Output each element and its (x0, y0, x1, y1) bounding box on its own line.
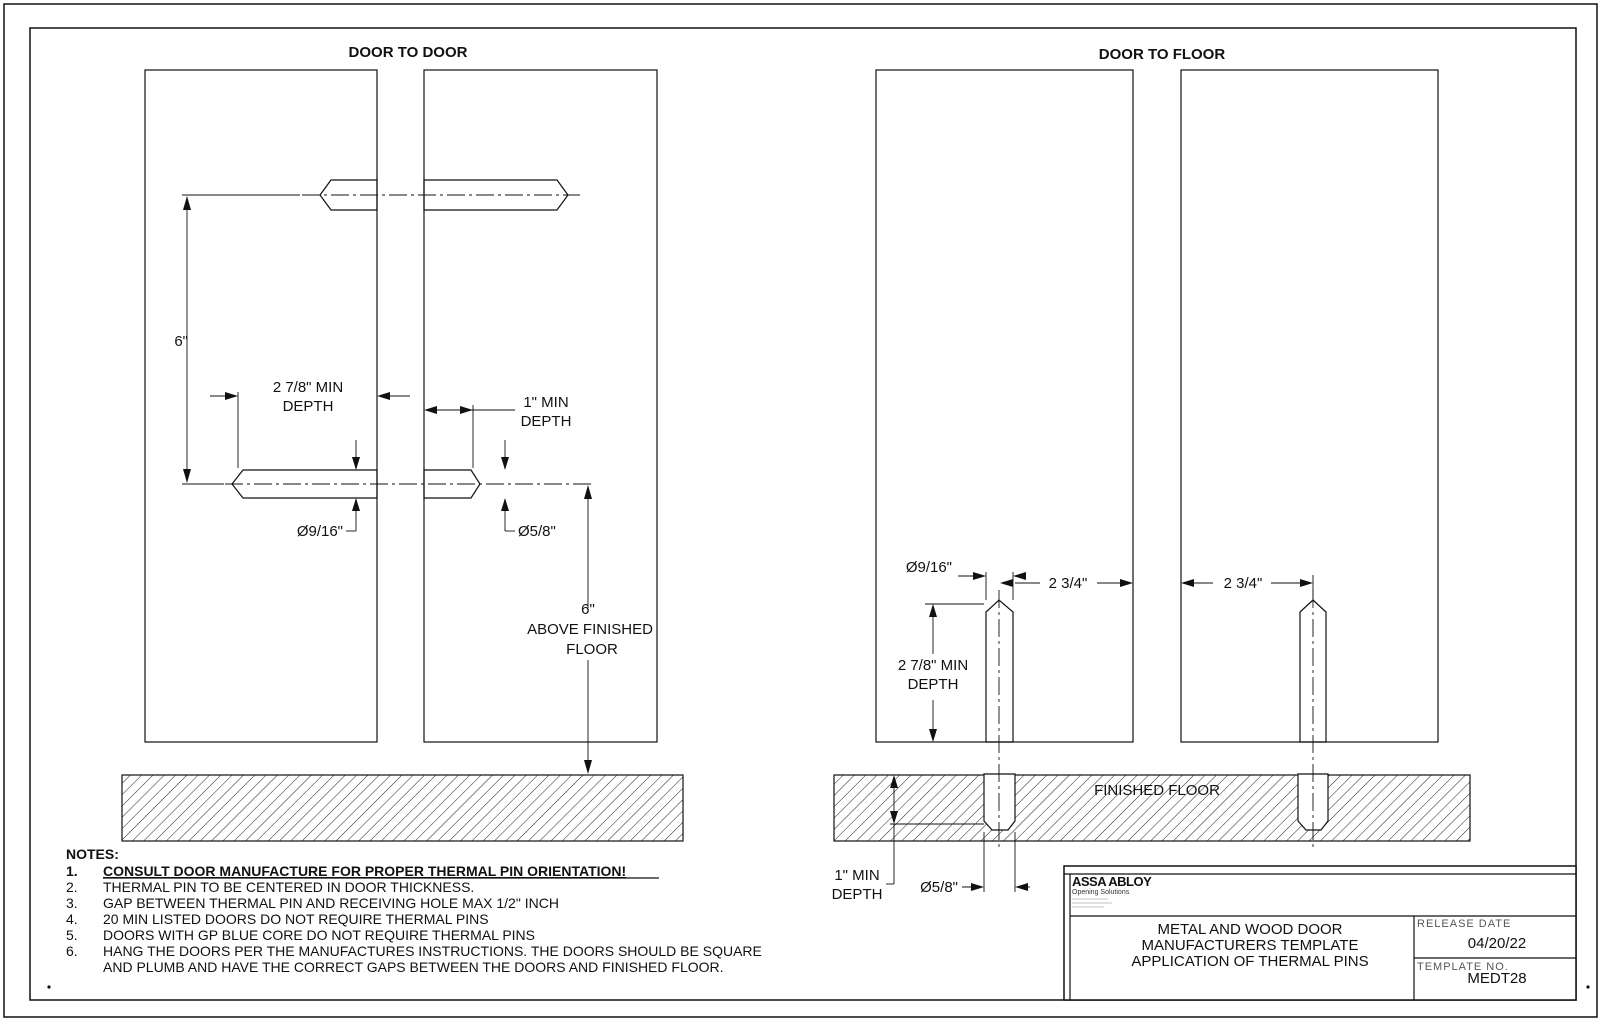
arrow (971, 883, 984, 891)
note-num: 6. (66, 943, 78, 959)
note-text: AND PLUMB AND HAVE THE CORRECT GAPS BETW… (103, 959, 724, 975)
door-to-floor-title: DOOR TO FLOOR (1099, 46, 1226, 63)
note-num: 5. (66, 927, 78, 943)
drawing-title-2: MANUFACTURERS TEMPLATE (1142, 937, 1359, 954)
hole-depth-label-1: 1" MIN (523, 394, 568, 411)
note-text: THERMAL PIN TO BE CENTERED IN DOOR THICK… (103, 879, 474, 895)
floor-pin-depth-label-1: 2 7/8" MIN (898, 657, 968, 674)
registration-dot (47, 985, 51, 989)
arrow (1120, 579, 1133, 587)
pin-depth-label-2: DEPTH (283, 398, 334, 415)
lower-thermal-pin (231, 469, 378, 499)
template-no-value: MEDT28 (1467, 970, 1526, 987)
door-a (875, 69, 1134, 743)
floor-hole-depth-label-1: 1" MIN (834, 867, 879, 884)
arrow (890, 811, 898, 824)
floor-pin-depth-label-2: DEPTH (908, 676, 959, 693)
arrow (973, 572, 986, 580)
finished-floor-right (833, 774, 1471, 842)
template-no-caption: TEMPLATE NO. (1417, 961, 1509, 973)
edge-distance-left-label: 2 3/4" (1049, 575, 1088, 592)
company-logo-subtitle: Opening Solutions (1072, 889, 1130, 896)
release-date-caption: RELEASE DATE (1417, 918, 1511, 930)
arrow (1000, 579, 1013, 587)
registration-dot (1586, 985, 1590, 989)
lower-receiving-hole (423, 469, 481, 499)
floor-dim-label-2: ABOVE FINISHED (527, 621, 653, 638)
floor-dim-label-1: 6" (581, 601, 595, 618)
upper-receiving-hole (423, 179, 569, 211)
title-block-frame (1063, 865, 1577, 1001)
finished-floor-label: FINISHED FLOOR (1094, 782, 1220, 799)
hole-depth-label-2: DEPTH (521, 413, 572, 430)
note-text: GAP BETWEEN THERMAL PIN AND RECEIVING HO… (103, 895, 559, 911)
drawing-title-1: METAL AND WOOD DOOR (1157, 921, 1342, 938)
arrow (929, 729, 937, 742)
arrow (1015, 883, 1028, 891)
title-block: ASSA ABLOY Opening Solutions METAL AND W… (1063, 865, 1577, 1001)
door-to-door-title: DOOR TO DOOR (349, 44, 468, 61)
release-date-value: 04/20/22 (1468, 935, 1526, 952)
floor-pin-diameter-label: Ø9/16" (906, 559, 952, 576)
arrow (225, 392, 238, 400)
floor-pin-b (1299, 599, 1327, 743)
floor-hole-diameter-label: Ø5/8" (920, 879, 958, 896)
receiving-hole-a (983, 773, 1016, 831)
arrow (501, 457, 509, 470)
pin-depth-label-1: 2 7/8" MIN (273, 379, 343, 396)
arrow (1300, 579, 1313, 587)
note-text: CONSULT DOOR MANUFACTURE FOR PROPER THER… (103, 863, 626, 879)
hole-diameter-label: Ø5/8" (518, 523, 556, 540)
note-num: 2. (66, 879, 78, 895)
arrow (1013, 572, 1026, 580)
note-text: HANG THE DOORS PER THE MANUFACTURES INST… (103, 943, 762, 959)
finished-floor-left (121, 774, 684, 842)
arrow (1181, 579, 1194, 587)
note-num: 4. (66, 911, 78, 927)
company-logo: ASSA ABLOY (1072, 874, 1152, 889)
floor-dim-label-3: FLOOR (566, 641, 618, 658)
arrow (584, 485, 592, 499)
floor-pin-a (985, 599, 1014, 743)
note-num: 3. (66, 895, 78, 911)
arrow (377, 392, 390, 400)
note-text: DOORS WITH GP BLUE CORE DO NOT REQUIRE T… (103, 927, 535, 943)
arrow (352, 457, 360, 470)
arrow (584, 760, 592, 774)
arrow (929, 604, 937, 617)
arrow (183, 196, 191, 210)
pin-diameter-label: Ø9/16" (297, 523, 343, 540)
inner-border (29, 27, 1577, 1001)
left-door (144, 69, 378, 743)
outer-border (3, 3, 1598, 1018)
upper-thermal-pin (319, 179, 378, 211)
door-to-door-view: DOOR TO DOOR 6" 2 7/8" MIN DEPTH 1" MIN (121, 44, 684, 842)
door-to-floor-view: DOOR TO FLOOR FINISHED FLOOR Ø9/16" 2 3/… (832, 46, 1471, 903)
arrow (183, 469, 191, 483)
arrow (460, 406, 473, 414)
note-num: 1. (66, 863, 78, 879)
edge-distance-right-label: 2 3/4" (1224, 575, 1263, 592)
floor-hole-depth-label-2: DEPTH (832, 886, 883, 903)
pin-spacing-label: 6" (174, 333, 188, 350)
door-b (1180, 69, 1439, 743)
notes-block: NOTES: 1. CONSULT DOOR MANUFACTURE FOR P… (66, 846, 762, 975)
arrow (352, 498, 360, 511)
right-door (423, 69, 658, 743)
notes-heading: NOTES: (66, 846, 119, 862)
drawing-title-3: APPLICATION OF THERMAL PINS (1131, 953, 1368, 970)
note-text: 20 MIN LISTED DOORS DO NOT REQUIRE THERM… (103, 911, 489, 927)
arrow (890, 775, 898, 788)
arrow (501, 498, 509, 511)
arrow (424, 406, 437, 414)
